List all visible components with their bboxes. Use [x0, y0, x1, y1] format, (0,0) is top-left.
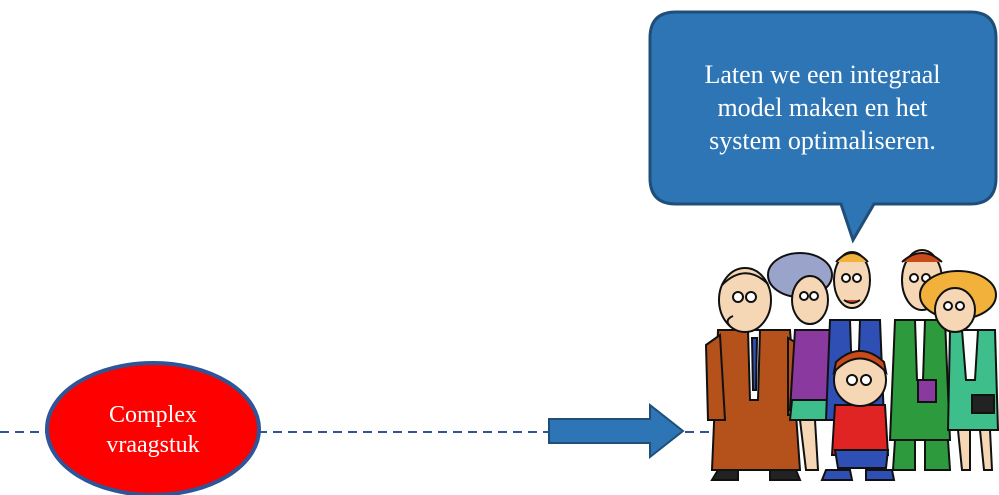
- group-of-people-illustration: [704, 249, 999, 481]
- man-green-suit-figure: [888, 249, 952, 471]
- problem-label-line-2: vraagstuk: [106, 432, 200, 458]
- problem-ellipse: [45, 361, 261, 495]
- woman-teal-suit-figure: [919, 270, 999, 471]
- woman-grey-hair-figure: [767, 252, 842, 471]
- speech-bubble-line-1: Laten we een integraal: [704, 60, 941, 89]
- speech-bubble-line-3: system optimaliseren.: [709, 126, 936, 155]
- right-arrow-shape: [548, 402, 685, 460]
- man-brown-suit-figure: [704, 267, 804, 481]
- speech-bubble-text: Laten we een integraal model maken en he…: [650, 58, 995, 157]
- speech-bubble-line-2: model maken en het: [717, 93, 928, 122]
- problem-label: Complex vraagstuk: [46, 400, 260, 460]
- boy-red-shirt-figure: [820, 350, 896, 481]
- speech-bubble-shape: [648, 10, 998, 244]
- problem-label-line-1: Complex: [109, 402, 197, 428]
